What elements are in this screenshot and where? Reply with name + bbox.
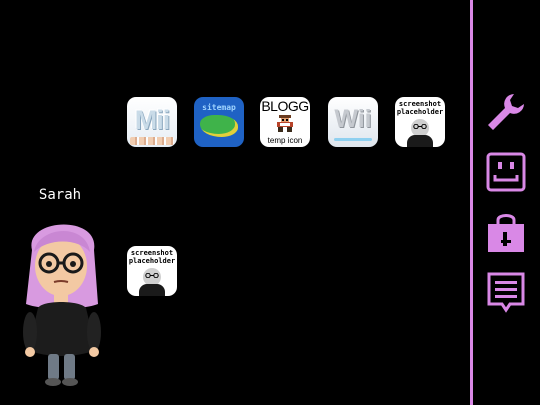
shopping-bag-icon [488, 214, 524, 252]
app-screenshot-placeholder[interactable]: screenshot placeholder [395, 97, 445, 147]
placeholder-head-icon [411, 119, 429, 137]
sidebar-divider [470, 0, 473, 405]
placeholder-body-icon [139, 284, 165, 296]
app-blog-label: BLOGG [261, 98, 309, 114]
placeholder-label: screenshot placeholder [396, 100, 444, 116]
user-name: Sarah [38, 187, 82, 203]
shop-button[interactable] [484, 210, 528, 254]
wii-base-decoration [334, 138, 372, 141]
map-land-icon [200, 115, 238, 137]
app-mii-label: Mii [134, 105, 171, 135]
app-sitemap-label: sitemap [202, 103, 236, 112]
settings-button[interactable] [484, 90, 528, 134]
app-screenshot-placeholder-2[interactable]: screenshot placeholder [127, 246, 177, 296]
app-wii-label: Wii [334, 105, 372, 133]
glasses-icon [413, 124, 427, 129]
mii-faces-decoration [130, 137, 174, 145]
smiley-icon [486, 152, 526, 192]
placeholder-label: screenshot placeholder [128, 249, 176, 265]
mii-avatar[interactable] [14, 208, 110, 388]
app-mii[interactable]: Mii [127, 97, 177, 147]
placeholder-body-icon [407, 135, 433, 147]
pixel-character-icon [277, 115, 293, 132]
messages-button[interactable] [484, 270, 528, 314]
app-sitemap[interactable]: sitemap [194, 97, 244, 147]
mii-profile-button[interactable] [484, 150, 528, 194]
app-wii[interactable]: Wii [328, 97, 378, 147]
glasses-icon [145, 273, 159, 278]
wrench-icon [488, 94, 524, 130]
app-blog[interactable]: BLOGG temp icon [260, 97, 310, 147]
placeholder-head-icon [143, 268, 161, 286]
message-icon [487, 272, 525, 313]
app-blog-sublabel: temp icon [267, 136, 303, 145]
